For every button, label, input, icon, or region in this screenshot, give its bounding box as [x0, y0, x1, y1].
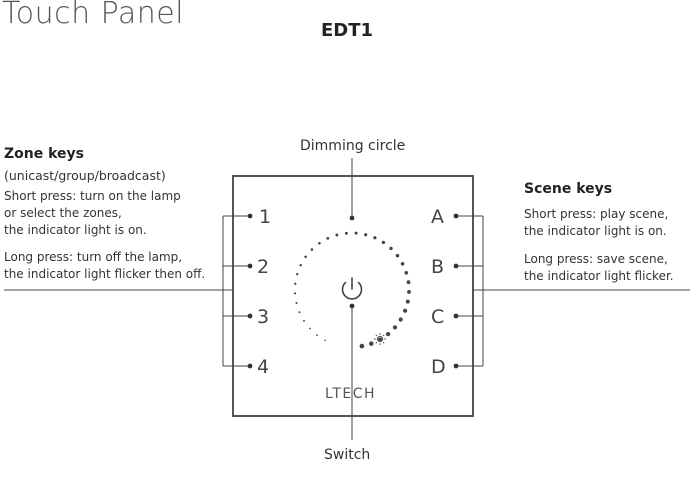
dimming-dot	[381, 240, 386, 245]
dimming-dot	[294, 292, 297, 295]
dimming-dot	[318, 241, 321, 245]
dimming-circle-label: Dimming circle	[300, 138, 406, 154]
dimming-dot	[298, 311, 301, 314]
dimming-dot	[354, 231, 358, 235]
dimming-dot	[316, 334, 318, 336]
zone-key-3[interactable]: 3	[257, 306, 269, 328]
dimming-circle[interactable]	[294, 231, 411, 349]
scene-long-press-1: Long press: save scene,	[524, 252, 668, 266]
zone-key-leaders	[223, 213, 253, 369]
dimming-dot	[324, 339, 327, 342]
model-name: EDT1	[321, 20, 374, 41]
dimming-dot	[392, 325, 398, 330]
scene-short-press-1: Short press: play scene,	[524, 207, 669, 221]
zone-short-press-1: Short press: turn on the lamp	[4, 189, 181, 203]
scene-key-a[interactable]: A	[431, 206, 444, 228]
zone-short-press-3: the indicator light is on.	[4, 223, 147, 237]
dimming-dot	[400, 262, 405, 266]
zone-keys-heading: Zone keys	[4, 146, 84, 162]
dimming-dot	[377, 337, 383, 342]
dimming-dot	[359, 343, 365, 349]
zone-key-1[interactable]: 1	[259, 206, 271, 228]
zone-short-press-2: or select the zones,	[4, 206, 122, 220]
dimming-dot	[304, 255, 307, 259]
dimming-dot	[405, 299, 410, 304]
zone-keys-subheading: (unicast/group/broadcast)	[4, 168, 166, 183]
scene-key-b[interactable]: B	[431, 256, 444, 278]
switch-label: Switch	[324, 447, 371, 463]
dimming-dot	[335, 233, 339, 237]
scene-key-d[interactable]: D	[431, 356, 446, 378]
page-title: Touch Panel	[2, 0, 185, 31]
dimming-dot	[398, 317, 403, 322]
dimming-dot	[310, 248, 314, 251]
dimming-dot	[369, 341, 374, 346]
dimming-dot	[403, 308, 408, 313]
dimming-dot	[294, 282, 297, 285]
dimming-dot	[309, 327, 311, 330]
dimming-dot	[373, 236, 377, 240]
switch-leader-dot	[349, 303, 355, 309]
panel-frame	[232, 175, 474, 417]
scene-keys-heading: Scene keys	[524, 181, 613, 197]
zone-long-press-1: Long press: turn off the lamp,	[4, 250, 183, 264]
dimming-dot	[404, 270, 409, 275]
sun-icon	[374, 333, 386, 345]
scene-key-leaders	[453, 213, 483, 369]
ltech-logo: LTECH	[325, 386, 376, 402]
dimming-dot	[385, 331, 391, 337]
dimming-dot	[389, 246, 393, 251]
scene-short-press-2: the indicator light is on.	[524, 224, 667, 238]
zone-key-4[interactable]: 4	[257, 356, 269, 378]
scene-long-press-2: the indicator light flicker.	[524, 269, 674, 283]
zone-long-press-2: the indicator light flicker then off.	[4, 267, 206, 281]
power-icon[interactable]	[341, 277, 363, 300]
dimming-dot	[295, 301, 298, 305]
dimming-dot	[296, 273, 299, 276]
zone-key-2[interactable]: 2	[257, 256, 269, 278]
dimming-dot	[395, 253, 400, 258]
dimming-dot	[407, 289, 411, 294]
dimming-dot	[326, 237, 330, 240]
dimming-dot	[344, 231, 348, 235]
scene-key-c[interactable]: C	[431, 306, 444, 328]
dimming-dot	[303, 319, 305, 322]
dimming-dot	[364, 233, 368, 237]
dimming-dot	[299, 263, 302, 267]
dimming-dot	[406, 280, 411, 285]
dimming-leader-dot	[349, 215, 355, 221]
